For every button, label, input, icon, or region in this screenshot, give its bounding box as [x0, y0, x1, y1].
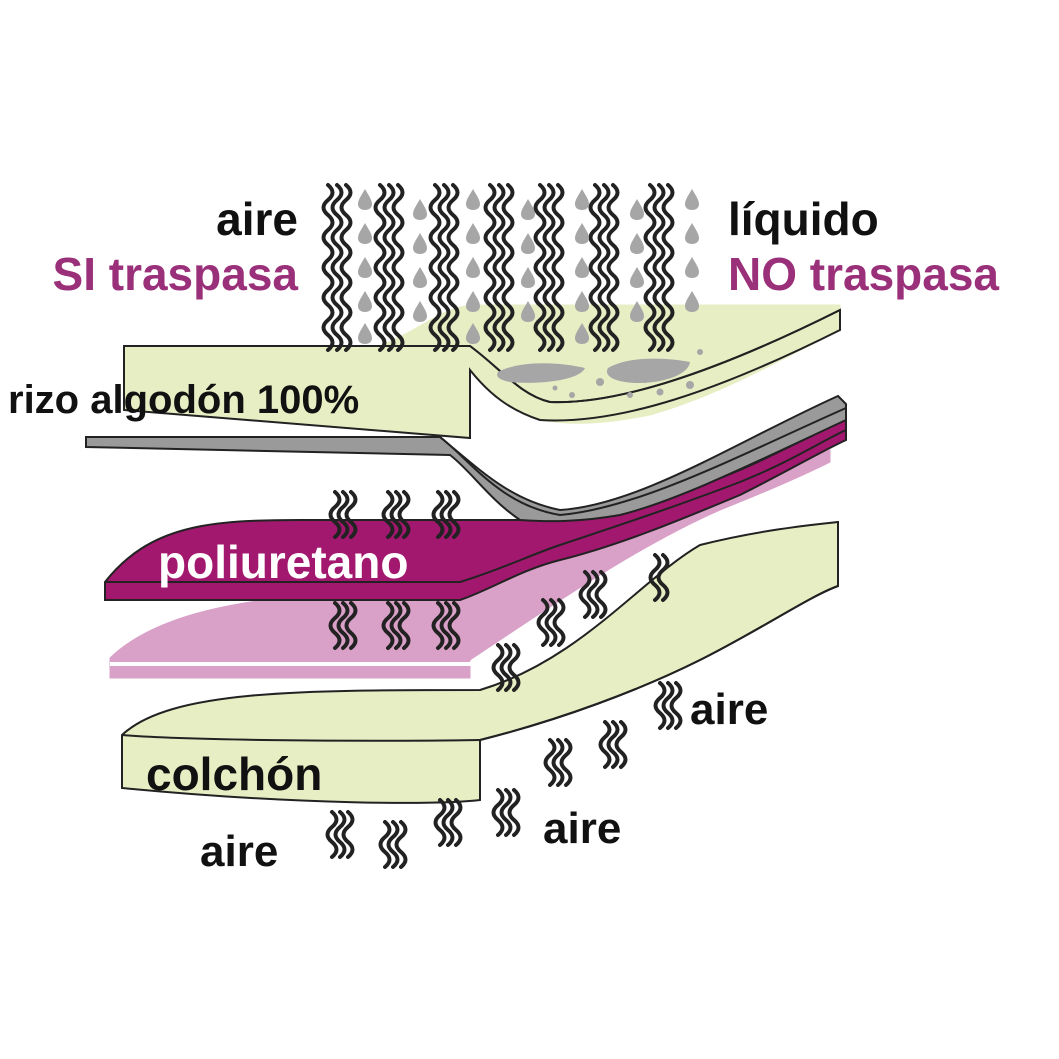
liquid-puddle — [497, 349, 703, 398]
air-top-label: aire — [216, 193, 298, 245]
air-bottom-left-label: aire — [200, 827, 278, 876]
mattress-label: colchón — [146, 748, 322, 800]
liquid-blocked-label: NO traspasa — [728, 248, 999, 300]
cotton-label: rizo algodón 100% — [8, 378, 359, 422]
air-passes-label: SI traspasa — [53, 248, 299, 300]
polyurethane-label: poliuretano — [158, 536, 408, 588]
air-bottom-mid-label: aire — [543, 804, 621, 853]
grey-membrane-layer — [85, 394, 847, 523]
air-right-label: aire — [690, 685, 768, 734]
liquid-label: líquido — [728, 193, 879, 245]
